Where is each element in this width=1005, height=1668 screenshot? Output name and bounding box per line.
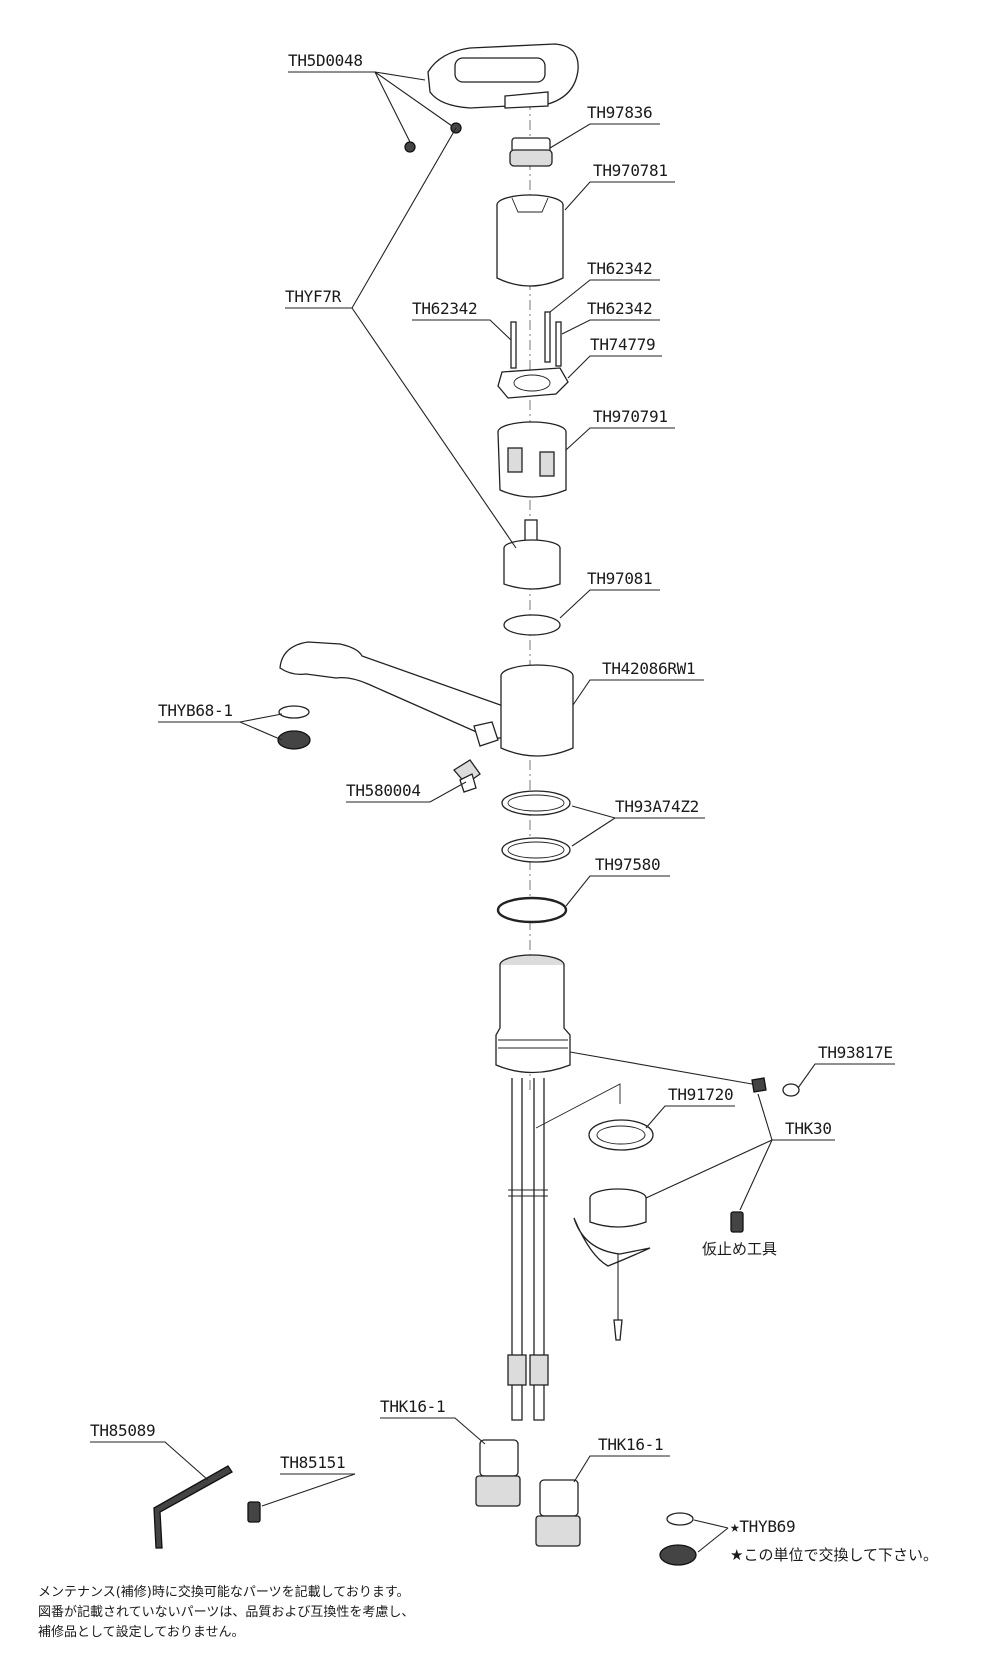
label-th97081: TH97081: [587, 569, 652, 588]
label-thk16-1-right: THK16-1: [598, 1435, 663, 1454]
label-th580004: TH580004: [346, 781, 421, 800]
strainer-unit-part: [659, 1512, 697, 1566]
label-th62342-right: TH62342: [587, 299, 652, 318]
label-th93817e: TH93817E: [818, 1043, 893, 1062]
footnote-line-1: メンテナンス(補修)時に交換可能なパーツを記載しております。: [38, 1584, 410, 1600]
lever-handle-part: [427, 43, 579, 109]
base-body-part: [495, 954, 571, 1074]
label-thk16-1-left: THK16-1: [380, 1397, 445, 1416]
label-th93a74z2: TH93A74Z2: [615, 797, 699, 816]
label-thyb69: ★THYB69: [730, 1517, 795, 1536]
small-screw-part: [247, 1501, 261, 1523]
label-th91720: TH91720: [668, 1085, 733, 1104]
nut-left-part: [475, 1439, 521, 1507]
cover-cylinder-part: [496, 194, 564, 287]
label-th62342-top: TH62342: [587, 259, 652, 278]
label-thk30: THK30: [785, 1119, 832, 1138]
o-ring-part: [501, 790, 571, 863]
washer-part: [588, 1119, 654, 1151]
label-th74779: TH74779: [590, 335, 655, 354]
cap-part: [509, 137, 553, 167]
label-th85151: TH85151: [280, 1453, 345, 1472]
seal-ring-part: [496, 896, 568, 924]
label-th97580: TH97580: [595, 855, 660, 874]
holder-part: [497, 421, 567, 498]
label-th85089: TH85089: [90, 1421, 155, 1440]
aerator-part: [277, 705, 311, 750]
label-th5d0048: TH5D0048: [288, 51, 363, 70]
handle-screw-part: [404, 122, 462, 153]
footnote-line-2: 図番が記載されていないパーツは、品質および互換性を考慮し、: [38, 1604, 414, 1620]
footnote-line-3: 補修品として設定しておりません。: [38, 1624, 244, 1640]
spout-part: [279, 641, 574, 757]
pin-part: [510, 311, 562, 369]
temp-tool-part: [730, 1211, 744, 1233]
label-th42086rw1: TH42086RW1: [602, 659, 695, 678]
leader-lines: [90, 71, 895, 1553]
label-th97836: TH97836: [587, 103, 652, 122]
label-th62342-left: TH62342: [412, 299, 477, 318]
hex-key-part: [153, 1465, 233, 1549]
cartridge-part: [503, 519, 561, 590]
label-thyb68-1: THYB68-1: [158, 701, 233, 720]
mounting-bracket-part: [573, 1188, 651, 1341]
supply-hose-part: [507, 1078, 621, 1421]
ring-part: [503, 614, 561, 636]
plate-part: [497, 367, 569, 399]
label-temp-tool: 仮止め工具: [702, 1240, 777, 1258]
set-screw-part: [751, 1077, 800, 1097]
nut-right-part: [535, 1479, 581, 1547]
label-unit-note: ★この単位で交換して下さい。: [730, 1546, 938, 1564]
label-thyf7r: THYF7R: [285, 287, 342, 306]
label-th970781: TH970781: [593, 161, 668, 180]
label-th970791: TH970791: [593, 407, 668, 426]
valve-part: [453, 759, 481, 793]
